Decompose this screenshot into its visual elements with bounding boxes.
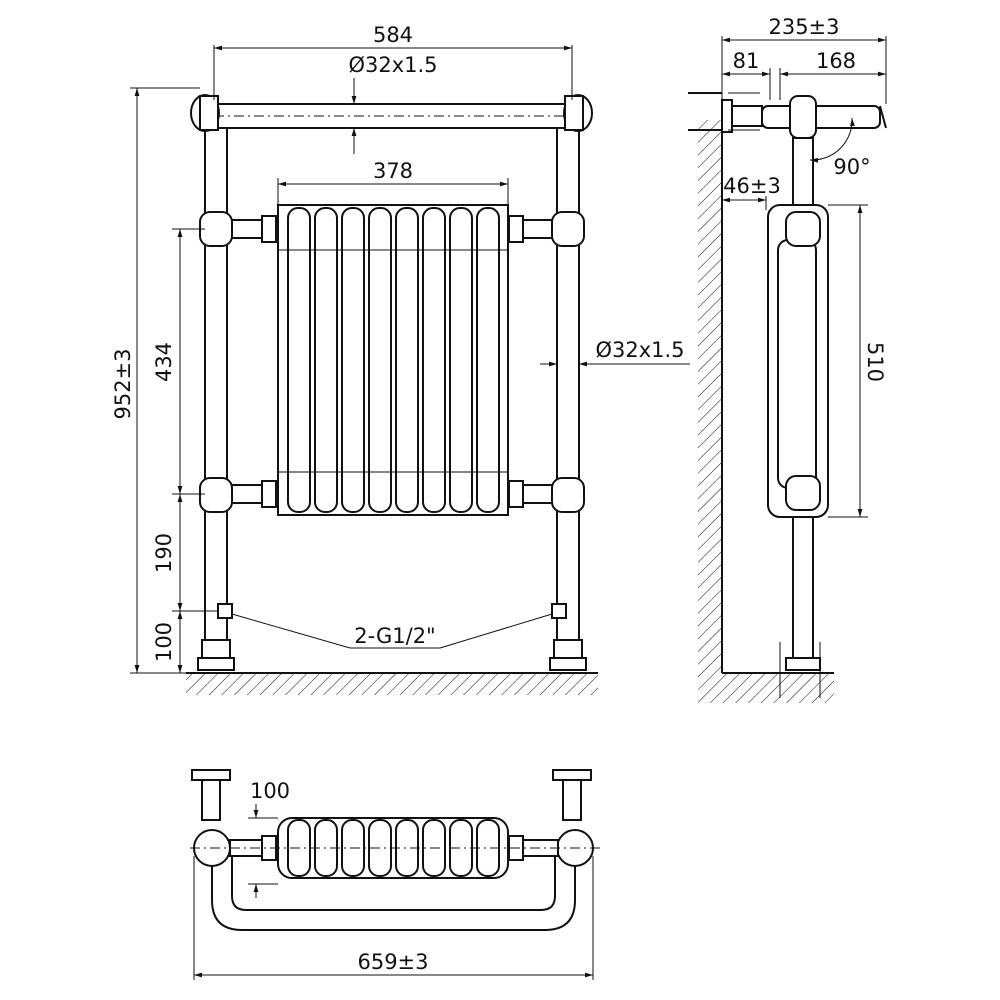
side-view: 235±3 81 168 90° 46±3 510: [688, 15, 887, 703]
dim-659: 659±3: [357, 950, 428, 974]
left-foot: [197, 657, 235, 671]
dim-510: 510: [863, 342, 887, 382]
dim-584: 584: [373, 23, 413, 47]
dim-46: 46±3: [723, 174, 781, 198]
front-view: 584 Ø32x1.5 378 Ø32x1.5 952±3 434 190: [111, 23, 690, 695]
dim-connections: 2-G1/2": [354, 624, 435, 648]
upper-right-tee: [551, 211, 585, 247]
front-floor-hatch: [186, 673, 598, 695]
right-post: [556, 127, 580, 661]
dim-168: 168: [816, 49, 856, 73]
leader-left: [231, 613, 351, 649]
radiator-columns: [277, 204, 509, 516]
plan-towel-rail-inner: [231, 848, 556, 911]
lower-left-tee: [199, 477, 233, 513]
right-valve: [551, 603, 567, 619]
wall-bracket: [731, 105, 763, 127]
leader-right: [439, 613, 553, 649]
dim-pipe: Ø32x1.5: [595, 338, 684, 362]
dim-plan-100: 100: [250, 779, 290, 803]
dim-434: 434: [152, 342, 176, 382]
dim-235: 235±3: [768, 15, 839, 39]
dim-952: 952±3: [111, 348, 135, 419]
right-wall-flange: [552, 769, 592, 781]
plan-view: 100 659±3: [190, 769, 600, 980]
dim-top-rail: Ø32x1.5: [348, 53, 437, 77]
angle-arc: [809, 117, 855, 163]
right-foot: [549, 657, 587, 671]
lower-right-tee: [551, 477, 585, 513]
left-wall-flange: [191, 769, 231, 781]
wall-hatch: [698, 120, 722, 673]
dim-angle: 90°: [833, 155, 870, 179]
left-post: [204, 127, 228, 661]
side-top-arm: [761, 105, 881, 129]
dim-81: 81: [733, 49, 760, 73]
plan-towel-rail-outer: [211, 848, 576, 931]
left-valve: [217, 603, 233, 619]
dim-100: 100: [152, 622, 176, 662]
dim-190: 190: [152, 533, 176, 573]
side-floor-hatch: [698, 673, 834, 703]
dim-378: 378: [373, 159, 413, 183]
